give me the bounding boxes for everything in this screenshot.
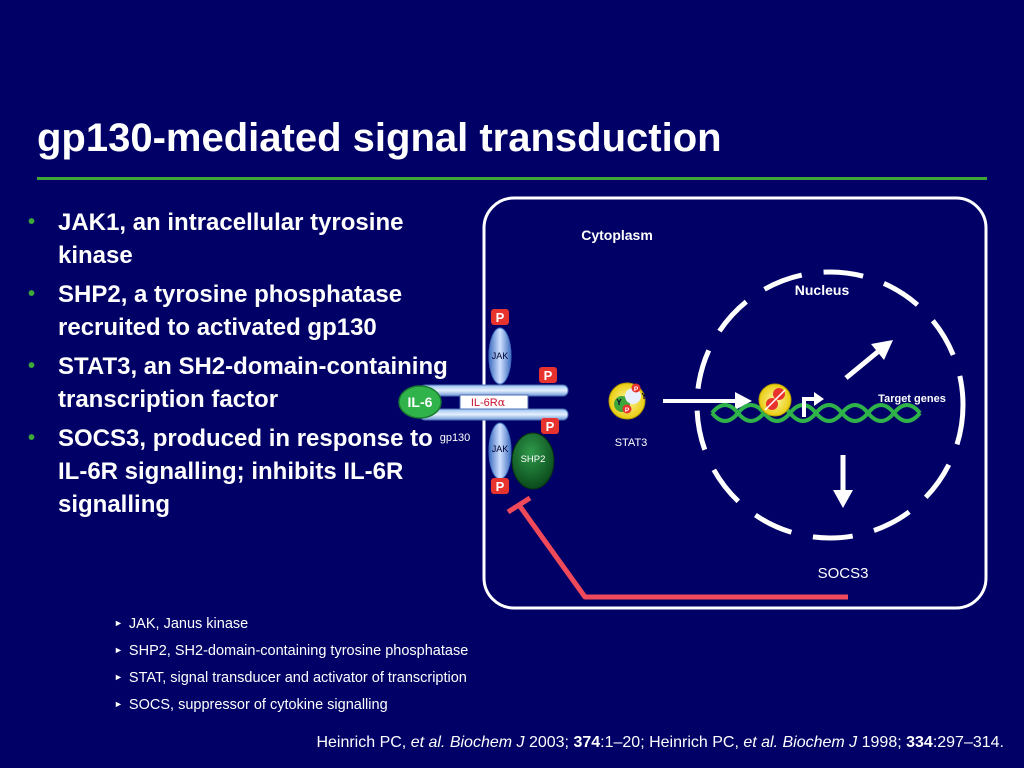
triangle-bullet-icon: ► (114, 672, 123, 682)
bullet-item-shp2: • SHP2, a tyrosine phosphatase recruited … (22, 278, 462, 344)
gp130-label: gp130 (440, 432, 471, 444)
socs3-label: SOCS3 (818, 565, 869, 582)
svg-text:Y: Y (641, 392, 647, 401)
shp2-label: SHP2 (521, 454, 546, 465)
cytoplasm-label: Cytoplasm (581, 227, 653, 243)
arrow-target-genes (844, 348, 882, 380)
bullet-text: SHP2, a tyrosine phosphatase recruited t… (58, 281, 403, 341)
abbreviation-text: SHP2, SH2-domain-containing tyrosine pho… (128, 643, 469, 659)
arrowhead-icon (833, 490, 853, 508)
abbreviation-item: ► STAT, signal transducer and activator o… (114, 665, 468, 692)
bullet-dot-icon: • (28, 427, 36, 449)
abbreviation-item: ► JAK, Janus kinase (114, 611, 468, 638)
il6-label: IL-6 (408, 394, 433, 410)
svg-text:P: P (634, 386, 639, 393)
reference-citation: Heinrich PC, et al. Biochem J 2003; 374:… (316, 734, 1004, 751)
phosphate-badge-jak-bottom: P (491, 478, 509, 494)
bullet-text: STAT3, an SH2-domain-containing transcri… (58, 353, 448, 413)
svg-text:P: P (625, 407, 630, 414)
inhibition-bar-icon (506, 495, 532, 515)
bullet-item-jak1: • JAK1, an intracellular tyrosine kinase (22, 206, 462, 272)
stat3-dimer: P P Y Y (608, 382, 647, 420)
abbreviation-text: SOCS, suppressor of cytokine signalling (128, 697, 388, 713)
nucleus-label: Nucleus (795, 282, 850, 298)
stat3-dimer-nuclear (758, 383, 792, 417)
il6r-alpha-box (459, 394, 529, 410)
arrowhead-icon (871, 340, 893, 360)
nucleus-membrane (694, 269, 966, 541)
bullet-dot-icon: • (28, 355, 36, 377)
arrowhead-icon (735, 392, 752, 410)
bullet-text: SOCS3, produced in response to IL-6R sig… (58, 425, 433, 518)
socs3-inhibition-line (516, 503, 848, 600)
bullet-text: JAK1, an intracellular tyrosine kinase (58, 209, 404, 269)
dna-strand-b (710, 403, 922, 423)
bullet-list: •JAK1, an intracellular tyrosine kinase … (22, 206, 462, 527)
jak-top (488, 327, 512, 385)
target-genes-label: Target genes (878, 393, 946, 405)
triangle-bullet-icon: ► (114, 618, 123, 628)
svg-text:P: P (496, 310, 505, 325)
triangle-bullet-icon: ► (114, 645, 123, 655)
il6-ligand (398, 385, 442, 419)
svg-text:P: P (544, 368, 553, 383)
jak-top-label: JAK (492, 351, 509, 361)
stat3-label: STAT3 (615, 437, 648, 449)
abbreviation-item: ► SHP2, SH2-domain-containing tyrosine ph… (114, 638, 468, 665)
bullet-dot-icon: • (28, 211, 36, 233)
title-divider (37, 177, 987, 180)
svg-text:Y: Y (616, 398, 622, 407)
abbreviation-item: ► SOCS, suppressor of cytokine signalling (114, 692, 468, 719)
bullet-item-stat3: • STAT3, an SH2-domain-containing transcr… (22, 350, 462, 416)
svg-text:P: P (546, 419, 555, 434)
triangle-bullet-icon: ► (114, 699, 123, 709)
shp2-protein (511, 432, 555, 490)
gp130-bar-top (419, 384, 569, 397)
phosphate-badge-shp2: P (541, 418, 559, 434)
abbreviation-list: ► JAK, Janus kinase ► SHP2, SH2-domain-con… (114, 611, 468, 719)
bullet-item-socs3: • SOCS3, produced in response to IL-6R si… (22, 422, 462, 521)
phosphate-badge-jak-top: P (491, 309, 509, 325)
slide-title: gp130-mediated signal transduction (37, 116, 722, 160)
abbreviation-text: JAK, Janus kinase (128, 616, 249, 632)
abbreviation-text: STAT, signal transducer and activator of… (128, 670, 467, 686)
transcription-start-marker (802, 397, 818, 417)
il6r-alpha-label: IL-6Rα (471, 396, 506, 409)
jak-bottom-label: JAK (492, 444, 509, 454)
transcription-start-arrowhead-icon (814, 392, 824, 406)
phosphate-badge-gp130-top: P (539, 367, 557, 383)
svg-text:P: P (496, 479, 505, 494)
bullet-dot-icon: • (28, 283, 36, 305)
